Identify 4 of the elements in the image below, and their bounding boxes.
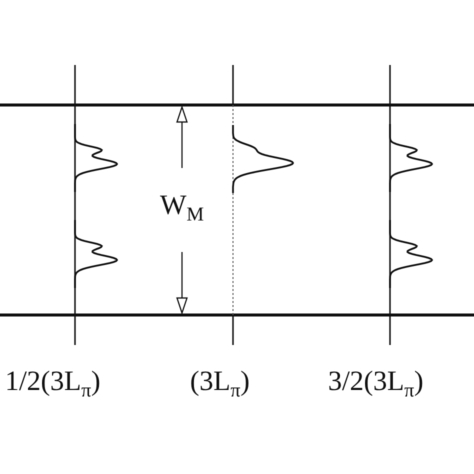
position-label: 1/2(3L$_{π}$) xyxy=(5,368,100,402)
dimension-label: W$_{M}$ xyxy=(160,192,204,226)
position-label: (3L$_{π}$) xyxy=(190,368,250,402)
position-label: 3/2(3L$_{π}$) xyxy=(328,368,424,402)
